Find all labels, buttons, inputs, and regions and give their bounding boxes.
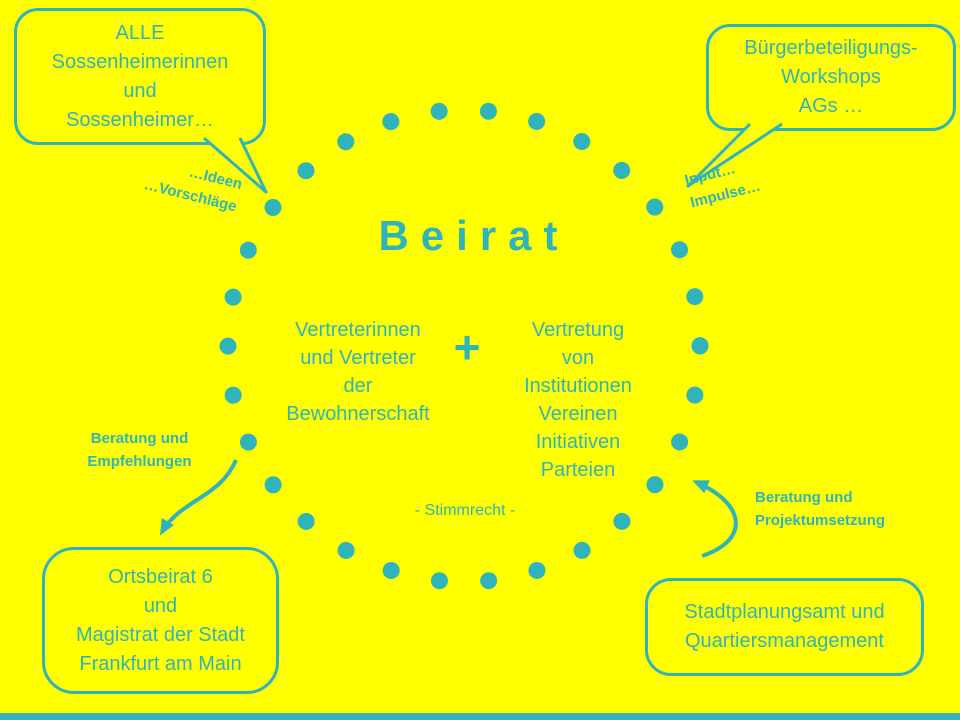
label-beratung-empfehlungen: Beratung und Empfehlungen [87, 430, 192, 470]
arrow-from-stadtplanungsamt-icon [692, 480, 738, 558]
box-stadtplanungsamt-text: Stadtplanungsamt und Quartiersmanagement [684, 601, 885, 652]
plus-sign: + [453, 321, 481, 373]
institutions-representatives-text: Vertretung von Institutionen Vereinen In… [524, 319, 632, 481]
beirat-title: Beirat [378, 212, 570, 259]
box-ortsbeirat-magistrat: Ortsbeirat 6 und Magistrat der Stadt Fra… [42, 547, 279, 694]
label-beratung-projektumsetzung: Beratung und Projektumsetzung [755, 489, 886, 529]
label-input-impulse: Input… Impulse… [683, 160, 763, 211]
speech-bubble-all-residents-text: ALLE Sossenheimerinnen und Sossenheimer… [51, 21, 229, 131]
speech-bubble-all-residents: ALLE Sossenheimerinnen und Sossenheimer… [14, 8, 266, 145]
speech-bubble-workshops-text: Bürgerbeteiligungs- Workshops AGs … [744, 37, 918, 117]
bottom-accent-bar [0, 713, 960, 720]
voting-right-note: - Stimmrecht - [414, 502, 516, 519]
speech-bubble-workshops: Bürgerbeteiligungs- Workshops AGs … [706, 24, 956, 131]
label-ideen-vorschlaege: …Ideen …Vorschläge [142, 163, 244, 215]
box-stadtplanungsamt: Stadtplanungsamt und Quartiersmanagement [645, 578, 924, 676]
residents-representatives-text: Vertreterinnen und Vertreter der Bewohne… [286, 319, 430, 425]
box-ortsbeirat-magistrat-text: Ortsbeirat 6 und Magistrat der Stadt Fra… [76, 565, 245, 675]
